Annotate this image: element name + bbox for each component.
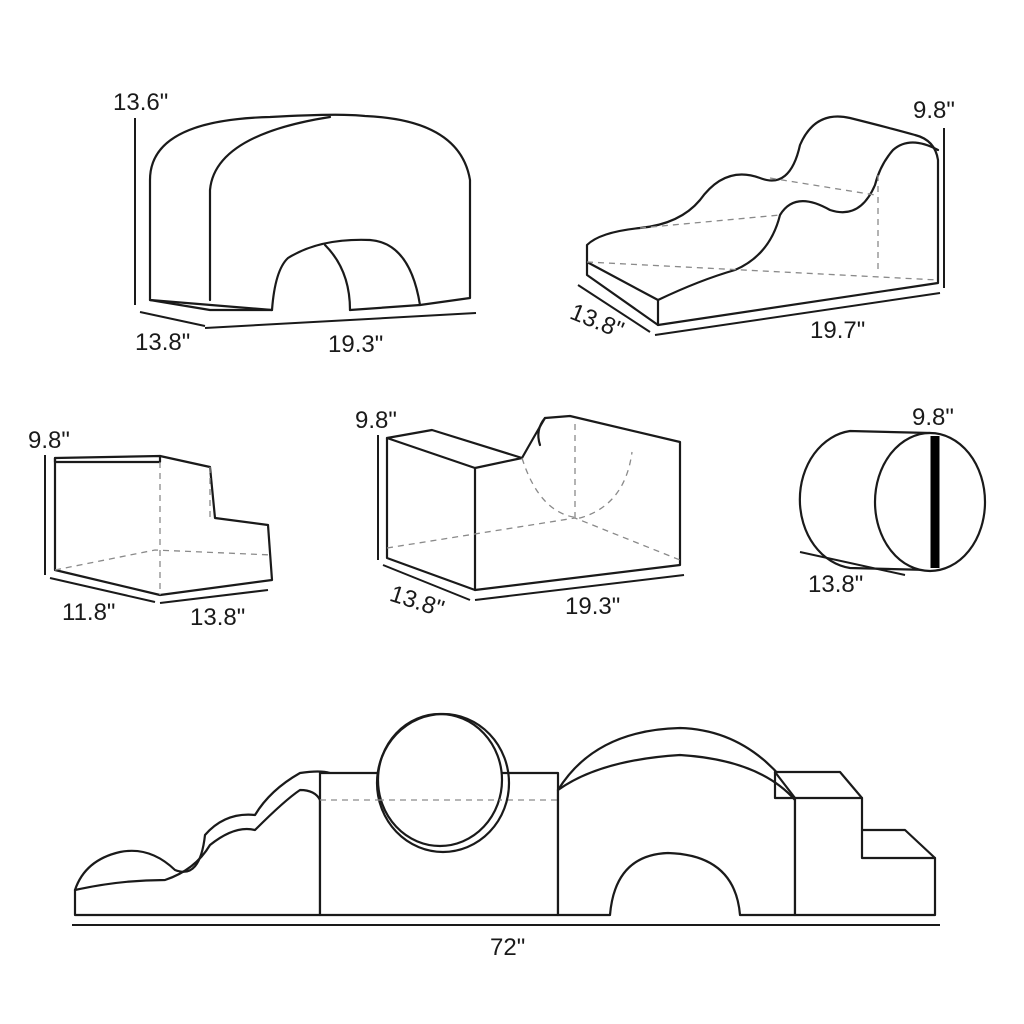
cradle-outline [385, 414, 682, 592]
step-hidden-edges [54, 462, 273, 595]
wave-ramp-front-edge [585, 141, 940, 302]
wave-ramp-length-label: 19.7" [810, 317, 865, 344]
assembled-set [73, 712, 937, 917]
arch-front-face [148, 113, 472, 312]
assembled-wave-ramp [73, 770, 332, 917]
step-piece [53, 454, 274, 597]
cradle-height-label: 9.8" [355, 407, 397, 434]
wave-ramp-depth-line [577, 284, 651, 333]
arch-depth-label: 13.8" [135, 329, 190, 356]
arch-height-label: 13.6" [113, 89, 168, 116]
cylinder-length-label: 13.8" [808, 571, 863, 598]
cylinder-dimensions: 9.8" 13.8" [799, 404, 954, 598]
arch-piece [148, 113, 472, 312]
step-length-label: 13.8" [190, 604, 245, 631]
step-depth-line [49, 577, 156, 603]
step-top-edge [53, 454, 162, 464]
step-height-label: 9.8" [28, 427, 70, 454]
wave-ramp-piece [585, 115, 940, 327]
cradle-hidden-edges [386, 420, 681, 561]
cradle-depth-line [382, 564, 471, 601]
cradle-piece [385, 414, 682, 592]
cylinder-diameter-label: 9.8" [912, 404, 954, 431]
assembled-step-edges [773, 770, 937, 860]
step-outline [53, 454, 274, 597]
arch-base-left [148, 298, 274, 312]
cylinder-piece [798, 429, 987, 573]
step-depth-label: 11.8" [62, 599, 115, 626]
cradle-length-label: 19.3" [565, 593, 620, 620]
arch-length-label: 19.3" [328, 331, 383, 358]
assembled-wave-front-edge [73, 788, 322, 892]
cylinder-end-face [873, 431, 987, 573]
arch-depth-line [139, 311, 206, 327]
arch-tunnel-inner [323, 243, 352, 312]
arch-dimensions: 13.6" 13.8" 19.3" [113, 89, 477, 358]
assembled-dimensions: 72" [72, 924, 940, 961]
step-dimensions: 9.8" 11.8" 13.8" [28, 427, 269, 631]
assembled-length-label: 72" [490, 934, 525, 961]
assembled-arch-inner-curve [556, 753, 797, 802]
wave-ramp-length-line [654, 292, 941, 336]
cradle-front-edges [385, 436, 524, 592]
wave-ramp-depth-label: 13.8" [566, 299, 627, 345]
arch-top-edge [208, 115, 332, 302]
wave-ramp-height-label: 9.8" [913, 97, 955, 124]
cradle-length-line [474, 574, 685, 601]
cradle-dimensions: 9.8" 13.8" 19.3" [355, 407, 685, 623]
cylinder-length-line [799, 551, 906, 576]
arch-length-line [204, 312, 477, 329]
wave-ramp-hidden-edges [586, 175, 939, 281]
assembled-step [773, 770, 937, 917]
arch-base-right [348, 303, 422, 312]
wave-ramp-outline [585, 115, 940, 327]
cradle-back-rim [537, 416, 547, 447]
assembled-cylinder-end [375, 712, 511, 854]
step-length-line [159, 589, 269, 604]
